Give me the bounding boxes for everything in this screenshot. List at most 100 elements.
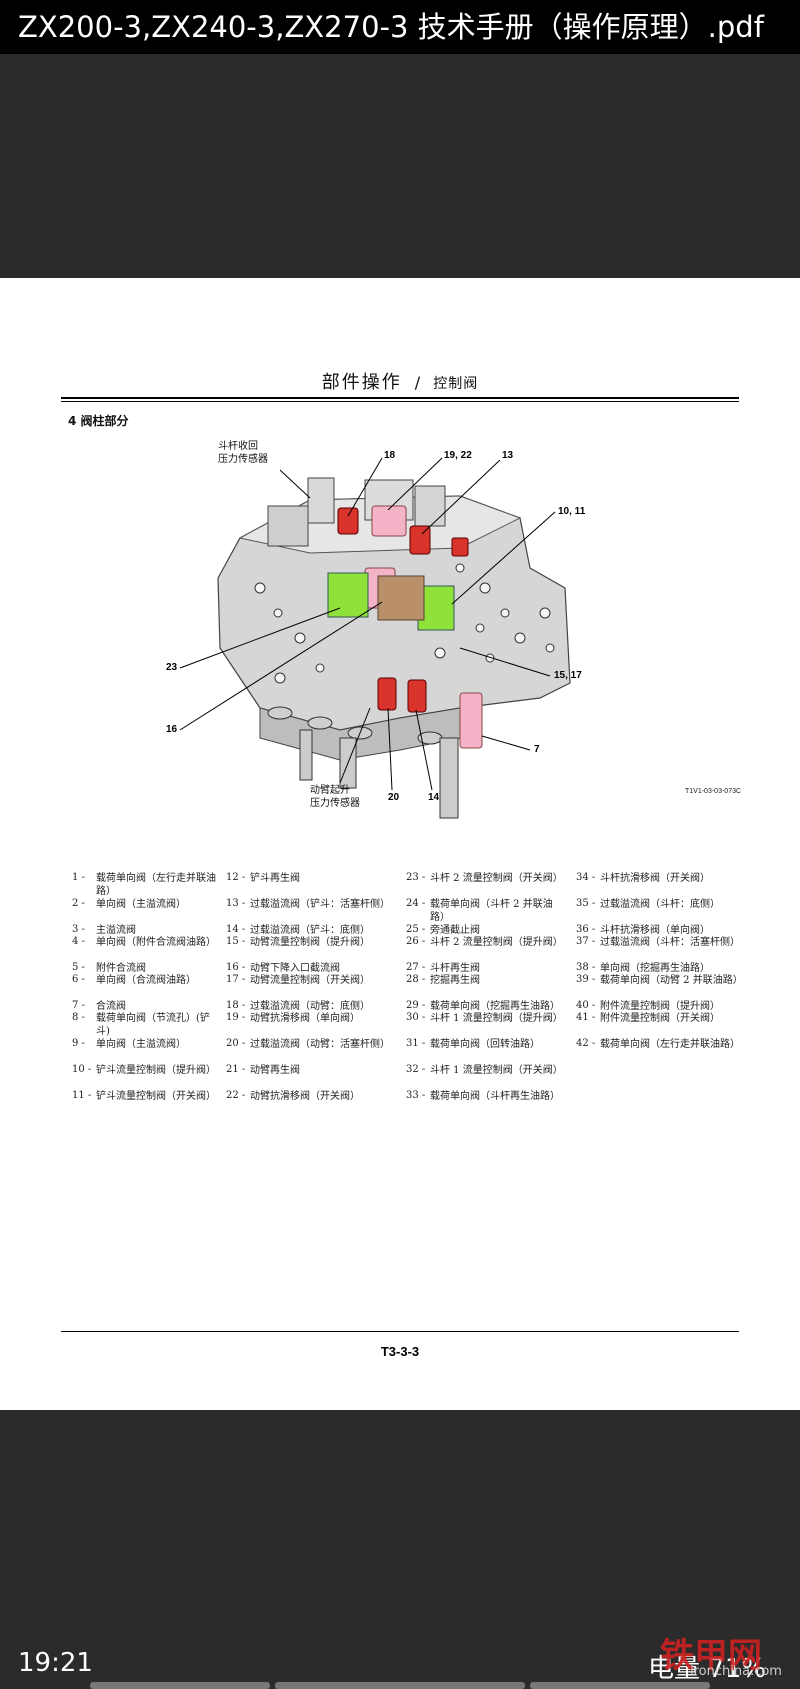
legend-item-text: 铲斗再生阀 (250, 873, 300, 884)
legend-item-text: 单向阀（主溢流阀） (96, 1039, 186, 1050)
legend-item-number: 9 - (72, 1038, 85, 1049)
watermark-logo: 铁甲网 (660, 1636, 762, 1676)
legend-item-number: 17 - (226, 974, 246, 985)
control-valve-figure: 斗杆收回 压力传感器 18 19, 22 13 10, 11 23 15, 17… (160, 438, 745, 1118)
battery-label: 电量 (648, 1654, 701, 1684)
legend-item-text: 挖掘再生阀 (430, 975, 480, 986)
callout-7: 7 (534, 744, 540, 755)
callout-18: 18 (384, 450, 396, 461)
legend-item-number: 33 - (406, 1090, 426, 1101)
legend-item-text: 动臂再生阀 (250, 1065, 300, 1076)
pdf-page[interactable]: 部件操作 / 控制阀 4 阀柱部分 (0, 278, 800, 1410)
figure-code: T1V1-03-03-073C (685, 788, 742, 795)
legend-item-number: 31 - (406, 1038, 426, 1049)
legend-item-number: 30 - (406, 1012, 426, 1023)
legend-item-text: 斗杆再生阀 (430, 963, 480, 974)
legend-item-number: 27 - (406, 962, 426, 973)
nav-bar-segment-middle[interactable] (275, 1682, 525, 1689)
legend-item-text: 过载溢流阀（斗杆：活塞杆侧） (600, 937, 740, 948)
viewer-background-bottom (0, 1410, 800, 1689)
legend-item-number: 21 - (226, 1064, 246, 1075)
legend-item-text: 斗杆 1 流量控制阀（提升阀） (430, 1013, 563, 1024)
legend-item-number: 12 - (226, 872, 246, 883)
sensor-bottom-line1: 动臂起升 (310, 785, 350, 796)
page-number: T3-3-3 (380, 1344, 420, 1359)
sensor-bottom-label: 动臂起升 压力传感器 (310, 784, 360, 810)
legend-item-number: 1 - (72, 872, 85, 883)
legend-item-number: 22 - (226, 1090, 246, 1101)
legend-item-text: 动臂流量控制阀（提升阀） (250, 937, 370, 948)
legend-item-text: 单向阀（附件合流阀油路） (96, 937, 216, 948)
legend-item-text: 过载溢流阀（动臂：活塞杆侧） (250, 1039, 390, 1050)
legend-item-text: 附件流量控制阀（提升阀） (600, 1001, 720, 1012)
legend-item-text: 动臂流量控制阀（开关阀） (250, 975, 370, 986)
sensor-bottom-line2: 压力传感器 (310, 798, 360, 809)
legend-item-text: 载荷单向阀（挖掘再生油路） (430, 1001, 560, 1012)
legend-item-number: 4 - (72, 936, 85, 947)
nav-bar-segment-left[interactable] (90, 1682, 270, 1689)
legend-item-text: 单向阀（合流阀油路） (96, 975, 196, 986)
legend-item-number: 26 - (406, 936, 426, 947)
legend-item-text: 斗杆 2 流量控制阀（提升阀） (430, 937, 563, 948)
legend-item-number: 35 - (576, 898, 596, 909)
legend-item-text: 铲斗流量控制阀（提升阀） (96, 1065, 216, 1076)
header-rule-thin (61, 401, 739, 402)
legend-item-number: 2 - (72, 898, 85, 909)
legend-item-number: 7 - (72, 1000, 85, 1011)
legend-item-text: 动臂抗滑移阀（开关阀） (250, 1091, 360, 1102)
battery-value: 71% (708, 1654, 767, 1684)
legend-item-text: 附件合流阀 (96, 963, 146, 974)
header-rule-thick (61, 397, 739, 399)
legend-item-text: 载荷单向阀（斗杆 2 并联油路） (430, 899, 553, 923)
legend-item-number: 29 - (406, 1000, 426, 1011)
legend-item-number: 28 - (406, 974, 426, 985)
legend-item-text: 动臂抗滑移阀（单向阀） (250, 1013, 360, 1024)
legend-item-number: 24 - (406, 898, 426, 909)
nav-bar-segment-right[interactable] (530, 1682, 710, 1689)
legend-item-text: 载荷单向阀（斗杆再生油路） (430, 1091, 560, 1102)
legend-item-number: 10 - (72, 1064, 92, 1075)
legend-item-text: 动臂下降入口截流阀 (250, 963, 340, 974)
legend-item-number: 16 - (226, 962, 246, 973)
watermark-url: ironchina.com (690, 1664, 782, 1679)
legend-item-number: 5 - (72, 962, 85, 973)
legend-item-number: 8 - (72, 1012, 85, 1023)
callout-20: 20 (388, 792, 400, 803)
legend-item-number: 34 - (576, 872, 596, 883)
legend-item-number: 36 - (576, 924, 596, 935)
legend-item-number: 18 - (226, 1000, 246, 1011)
legend-item-number: 6 - (72, 974, 85, 985)
callout-15-17: 15, 17 (554, 670, 582, 681)
control-valve-illustration (179, 457, 571, 819)
callout-16: 16 (166, 724, 178, 735)
sensor-top-label: 斗杆收回 压力传感器 (218, 440, 268, 466)
legend-item-text: 过载溢流阀（铲斗：活塞杆侧） (250, 899, 390, 910)
callout-23: 23 (166, 662, 178, 673)
document-title-bar: ZX200-3,ZX240-3,ZX270-3 技术手册（操作原理）.pdf (0, 0, 800, 54)
header-sub: 控制阀 (433, 376, 479, 392)
legend-item-text: 过载溢流阀（斗杆：底侧） (600, 899, 720, 910)
footer-rule (61, 1331, 739, 1332)
legend-item-text: 载荷单向阀（节流孔）(铲斗) (96, 1013, 210, 1037)
legend-item-number: 23 - (406, 872, 426, 883)
legend-item-number: 13 - (226, 898, 246, 909)
legend-item-text: 斗杆抗滑移阀（开关阀） (600, 873, 710, 884)
legend-item-text: 铲斗流量控制阀（开关阀） (96, 1091, 216, 1102)
legend-item-text: 斗杆抗滑移阀（单向阀） (600, 925, 710, 936)
legend-item-text: 载荷单向阀（左行走并联油路） (600, 1039, 740, 1050)
legend-item-text: 斗杆 1 流量控制阀（开关阀） (430, 1065, 563, 1076)
section-title: 4 阀柱部分 (68, 414, 129, 428)
legend-item-text: 斗杆 2 流量控制阀（开关阀） (430, 873, 563, 884)
sensor-top-line1: 斗杆收回 (218, 441, 258, 452)
callout-13: 13 (502, 450, 514, 461)
legend-item-number: 14 - (226, 924, 246, 935)
sensor-top-line2: 压力传感器 (218, 454, 268, 465)
battery-status: 电量 71% (648, 1648, 766, 1685)
legend-item-text: 主溢流阀 (96, 925, 136, 936)
callout-19-22: 19, 22 (444, 450, 472, 461)
callout-14: 14 (428, 792, 440, 803)
legend-item-number: 38 - (576, 962, 596, 973)
legend-item-text: 载荷单向阀（回转油路） (430, 1039, 540, 1050)
legend-item-number: 15 - (226, 936, 246, 947)
document-title: ZX200-3,ZX240-3,ZX270-3 技术手册（操作原理）.pdf (18, 10, 764, 44)
